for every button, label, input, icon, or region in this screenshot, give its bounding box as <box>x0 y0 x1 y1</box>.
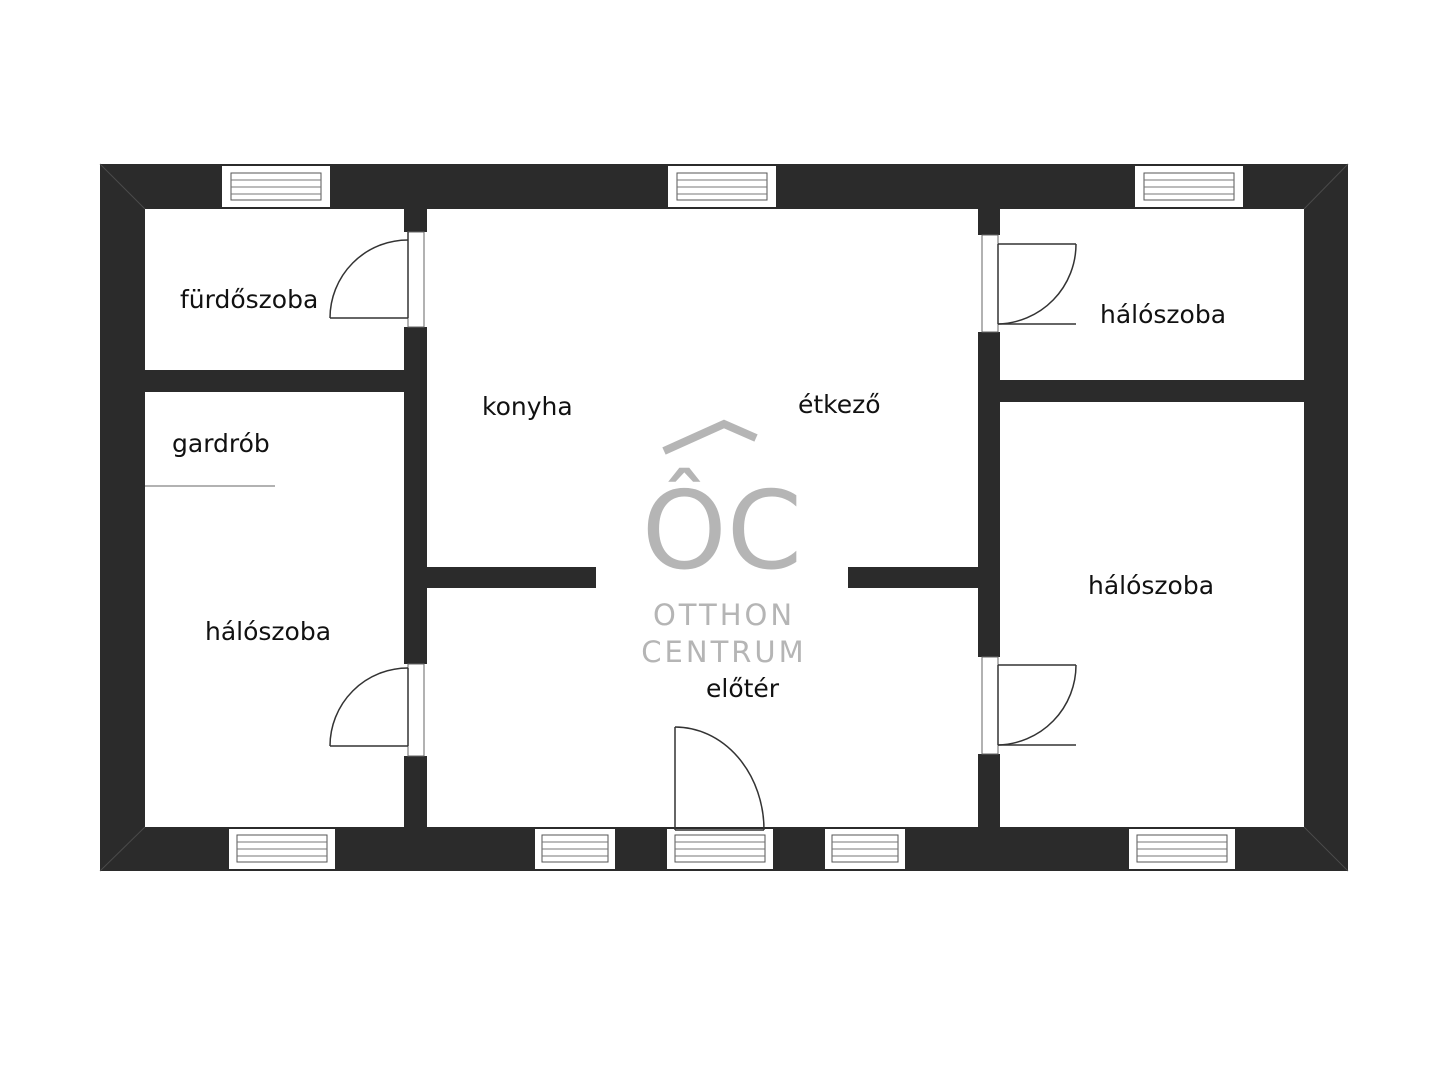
room-label-hallway: előtér <box>706 674 780 703</box>
watermark-roof-icon <box>662 419 758 455</box>
room-label-dining: étkező <box>798 390 881 419</box>
window-top-3 <box>1133 164 1245 209</box>
watermark-line2: CENTRUM <box>641 635 806 669</box>
window-bottom-5 <box>1127 827 1237 871</box>
door-entrance <box>674 726 765 831</box>
doors <box>329 231 1077 831</box>
room-label-bedroom-top-right: hálószoba <box>1100 300 1226 329</box>
windows <box>220 164 1245 871</box>
watermark: ÔC OTTHON CENTRUM <box>641 419 806 669</box>
room-label-bedroom-right: hálószoba <box>1088 571 1214 600</box>
watermark-monogram: ÔC <box>642 467 802 594</box>
door-bedroom-right <box>981 656 1077 755</box>
corner-bevels <box>99 163 1349 872</box>
room-labels: fürdőszoba gardrób hálószoba konyha étke… <box>172 285 1226 703</box>
door-bedroom-left <box>329 663 425 757</box>
window-top-1 <box>220 164 332 209</box>
window-bottom-3 <box>665 827 775 871</box>
watermark-line1: OTTHON <box>653 598 795 632</box>
window-top-2 <box>666 164 778 209</box>
room-label-bedroom-left: hálószoba <box>205 617 331 646</box>
door-bathroom <box>329 231 425 328</box>
room-label-walkin-closet: gardrób <box>172 429 270 458</box>
door-bedroom-top-right <box>981 234 1077 333</box>
window-bottom-4 <box>823 827 907 871</box>
room-label-bathroom: fürdőszoba <box>180 285 318 314</box>
window-bottom-2 <box>533 827 617 871</box>
room-label-kitchen: konyha <box>482 392 573 421</box>
window-bottom-1 <box>227 827 337 871</box>
